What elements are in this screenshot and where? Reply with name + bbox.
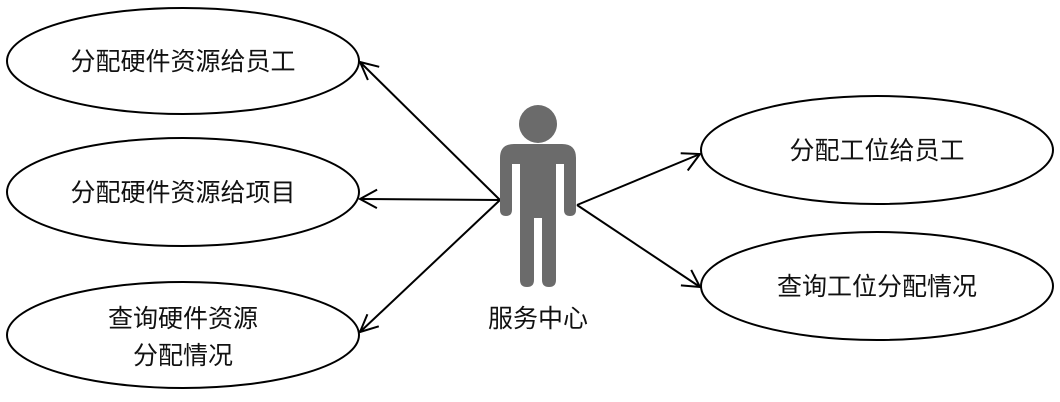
association-assign-hardware-to-project (359, 198, 501, 201)
arrowhead-assign-hardware-to-employee (358, 60, 380, 81)
use-case-label: 分配硬件资源给员工 (70, 47, 295, 76)
arrowhead-assign-hardware-to-project (357, 188, 378, 209)
arrow-heads (357, 60, 702, 334)
use-case-ellipse (700, 231, 1054, 341)
person-icon (500, 105, 576, 287)
actor[interactable]: 服务中心 (488, 105, 588, 333)
use-case-assign-hardware-to-project[interactable]: 分配硬件资源给项目 (6, 137, 360, 247)
associations (359, 61, 701, 333)
use-case-ellipse (6, 137, 360, 247)
use-case-assign-hardware-to-employee[interactable]: 分配硬件资源给员工 (6, 7, 360, 115)
use-case-label-line-2: 分配情况 (133, 341, 233, 370)
use-case-query-hardware-allocation[interactable]: 查询硬件资源 分配情况 (6, 281, 360, 389)
association-query-workstation-allocation (576, 204, 701, 288)
arrowhead-assign-workstation-to-employee (680, 152, 702, 172)
use-case-ellipse (6, 281, 360, 389)
use-case-label-line-1: 查询硬件资源 (108, 304, 258, 333)
use-case-label: 分配硬件资源给项目 (70, 178, 295, 207)
arrowhead-query-workstation-allocation (680, 269, 702, 289)
use-case-label: 查询工位分配情况 (777, 272, 977, 301)
actor-label: 服务中心 (488, 304, 588, 333)
association-assign-hardware-to-employee (359, 61, 501, 201)
use-case-assign-workstation-to-employee[interactable]: 分配工位给员工 (700, 95, 1054, 205)
arrowhead-query-hardware-allocation (358, 313, 380, 334)
use-case-query-workstation-allocation[interactable]: 查询工位分配情况 (700, 231, 1054, 341)
association-assign-workstation-to-employee (576, 153, 701, 206)
use-case-ellipse (700, 95, 1054, 205)
association-query-hardware-allocation (359, 199, 501, 333)
use-case-label: 分配工位给员工 (789, 136, 964, 165)
